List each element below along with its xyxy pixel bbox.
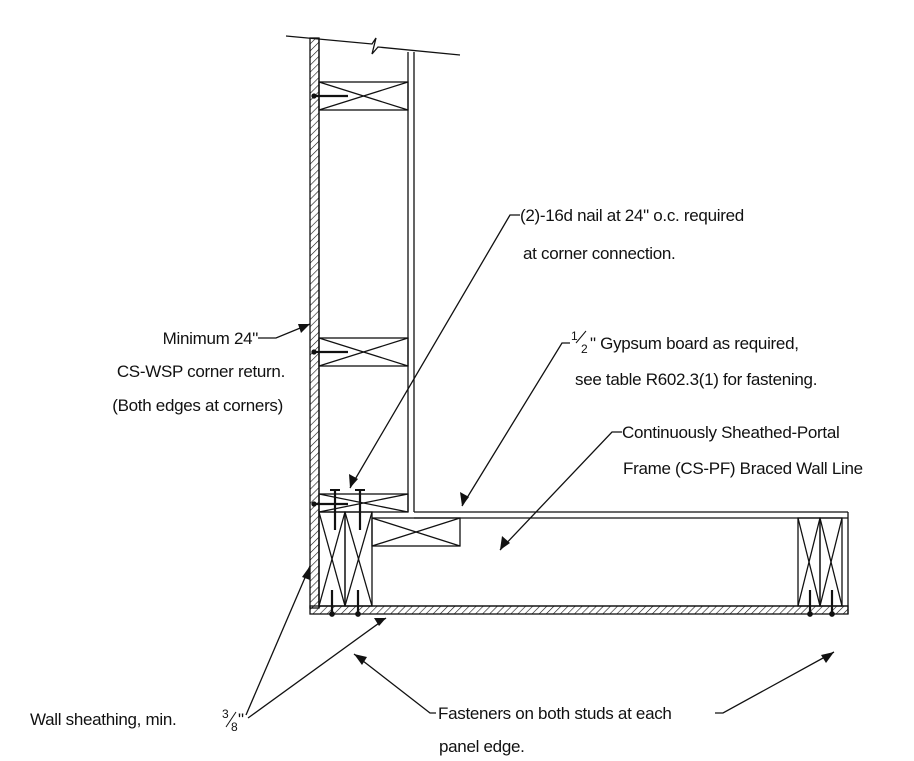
sheathing-frac-den: 8 <box>231 720 238 734</box>
sheathing-frac-bar <box>225 711 237 728</box>
fasteners-note-line1: Fasteners on both studs at each <box>438 704 672 723</box>
vertical-wall-sheathing <box>309 37 320 609</box>
gypsum-frac-num: 1 <box>571 329 578 343</box>
horizontal-wall-sheathing <box>309 605 849 615</box>
leader-lines <box>245 214 835 719</box>
corner-block <box>371 517 461 547</box>
cspf-note-line2: Frame (CS-PF) Braced Wall Line <box>623 459 863 478</box>
vertical-wall <box>309 37 415 609</box>
sheathing-frac-num: 3 <box>222 707 229 721</box>
cspf-note-line1: Continuously Sheathed-Portal <box>622 423 839 442</box>
leader-fasteners-left <box>353 653 436 714</box>
nail-note-line2: at corner connection. <box>523 244 675 263</box>
break-line <box>285 35 461 56</box>
arrowheads <box>298 324 834 665</box>
minimum-note-line1: Minimum 24" <box>163 329 259 348</box>
leader-sheathing-2 <box>247 617 387 719</box>
leader-min24 <box>258 323 311 339</box>
gypsum-note-line1: " Gypsum board as required, <box>590 334 799 353</box>
minimum-note-line2: CS-WSP corner return. <box>117 362 285 381</box>
sheathing-inch-mark: " <box>238 710 244 729</box>
minimum-note-line3: (Both edges at corners) <box>112 396 283 415</box>
leader-fasteners-right <box>715 651 835 714</box>
sheathing-note: Wall sheathing, min. <box>30 710 176 729</box>
leader-gypsum <box>461 342 570 507</box>
gypsum-frac-bar <box>575 330 587 344</box>
leader-cspf <box>499 431 622 551</box>
gypsum-note-line2: see table R602.3(1) for fastening. <box>575 370 817 389</box>
leader-nail <box>349 214 520 489</box>
leader-sheathing-1 <box>245 565 311 716</box>
nail-note-line1: (2)-16d nail at 24" o.c. required <box>520 206 744 225</box>
horizontal-wall <box>309 489 849 617</box>
gypsum-frac-den: 2 <box>581 342 588 356</box>
fasteners-note-line2: panel edge. <box>439 737 525 756</box>
